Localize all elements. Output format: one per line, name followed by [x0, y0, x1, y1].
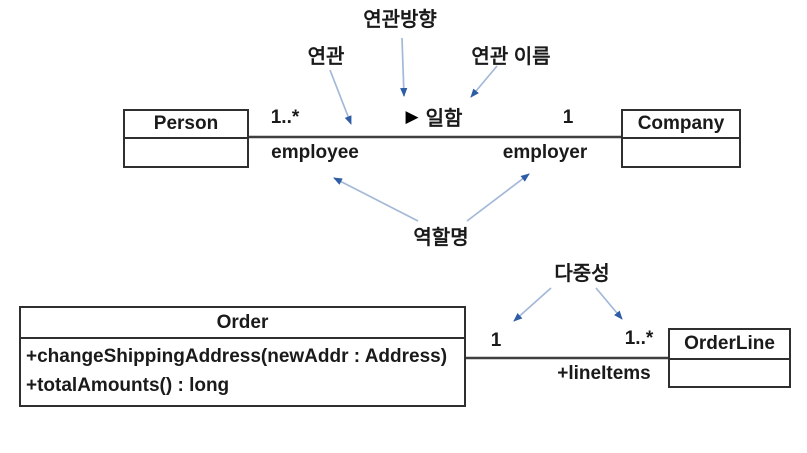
class-box-company: Company — [621, 109, 741, 168]
callout-label-role-name: 역할명 — [413, 227, 469, 249]
callout-arrow-direction — [400, 37, 408, 97]
callout-arrow-association-name — [470, 65, 498, 98]
class-box-person: Person — [123, 109, 249, 168]
class-name-person: Person — [125, 111, 247, 139]
callout-label-association: 연관 — [307, 46, 345, 68]
method-change-shipping-address: +changeShippingAddress(newAddr : Address… — [26, 346, 448, 367]
class-body-orderline — [670, 360, 789, 386]
class-body-person — [125, 139, 247, 166]
multiplicity-order-side: 1 — [490, 330, 502, 351]
callout-arrow-multiplicity-1 — [513, 287, 552, 322]
association-name-label: 일함 — [425, 108, 463, 130]
callout-arrow-multiplicity-many — [595, 287, 623, 320]
callout-arrow-association — [329, 69, 352, 125]
role-lineitems: +lineItems — [557, 363, 651, 384]
class-name-orderline: OrderLine — [670, 330, 789, 360]
association-name-group: ▶ 일함 — [406, 102, 463, 131]
method-total-amounts: +totalAmounts() : long — [26, 375, 230, 396]
callout-arrow-role-employer — [466, 173, 530, 222]
class-methods-order: +changeShippingAddress(newAddr : Address… — [21, 339, 464, 405]
role-employee: employee — [271, 142, 359, 163]
multiplicity-person-side: 1..* — [270, 107, 300, 128]
callout-arrow-role-employee — [333, 177, 419, 222]
multiplicity-company-side: 1 — [562, 107, 574, 128]
class-body-company — [623, 139, 739, 166]
class-box-orderline: OrderLine — [668, 328, 791, 388]
role-employer: employer — [502, 142, 588, 163]
callout-label-multiplicity: 다중성 — [554, 263, 610, 285]
class-box-order: Order +changeShippingAddress(newAddr : A… — [19, 306, 466, 407]
class-name-order: Order — [21, 308, 464, 339]
callout-label-direction: 연관방향 — [363, 9, 437, 31]
class-name-company: Company — [623, 111, 739, 139]
multiplicity-orderline-side: 1..* — [624, 328, 654, 349]
callout-label-association-name: 연관 이름 — [471, 46, 551, 68]
direction-triangle-icon: ▶ — [405, 107, 419, 126]
